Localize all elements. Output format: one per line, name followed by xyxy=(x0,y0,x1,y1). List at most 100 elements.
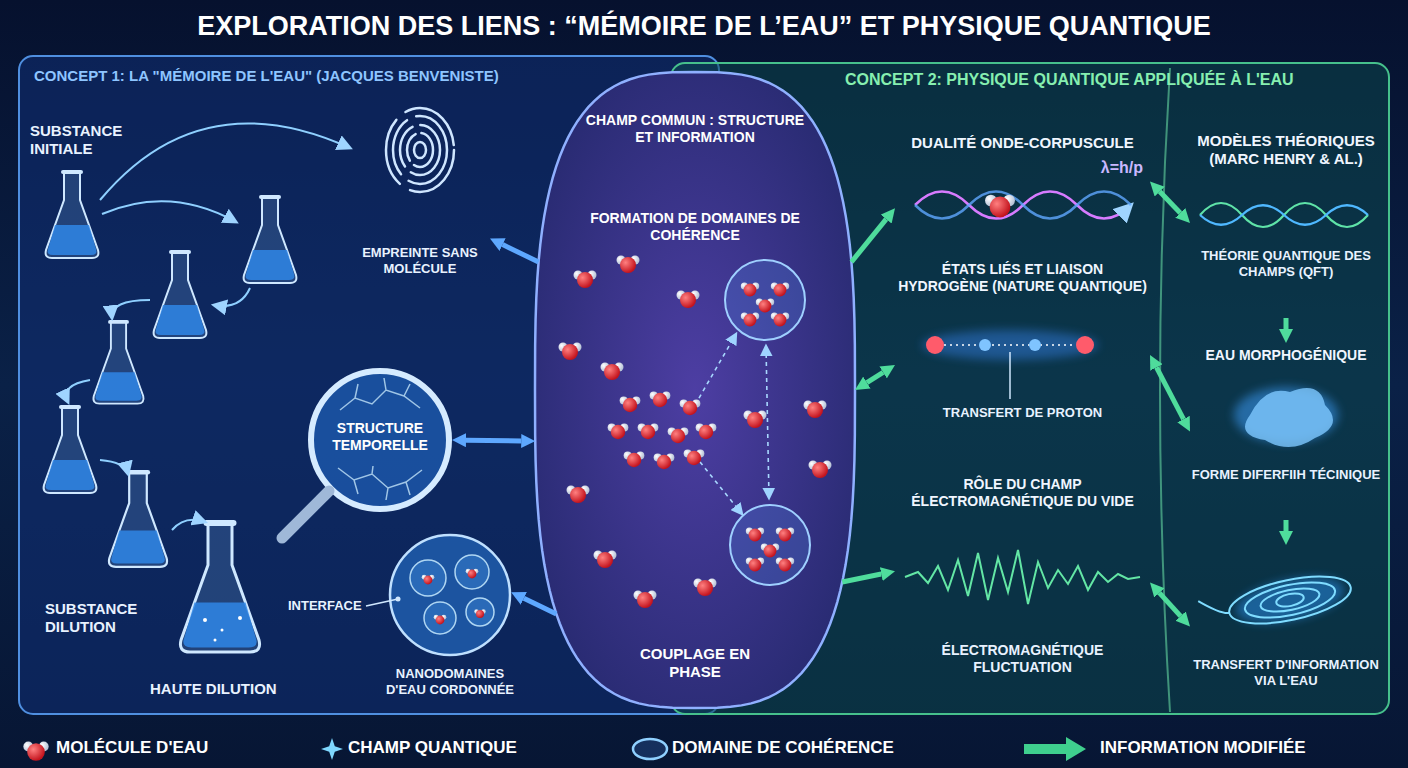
concept-item: RÔLE DU CHAMP ÉLECTROMAGNÉTIQUE DU VIDEÉ… xyxy=(895,470,1150,695)
connector-arrow xyxy=(503,245,539,262)
common-field-oval: CHAMP COMMUN : STRUCTURE ET INFORMATIONF… xyxy=(533,70,857,710)
legend-molecule xyxy=(23,742,48,761)
water-molecules xyxy=(559,256,832,609)
node-heading: EAU MORPHOGÉNIQUE xyxy=(1190,347,1382,364)
fingerprint-icon xyxy=(400,125,440,175)
fluctuation-wave xyxy=(905,550,1140,604)
legend-text: MOLÉCULE D'EAU xyxy=(56,738,208,758)
node-text: FORME DIFERFIIH TÉCINIQUE xyxy=(1190,467,1382,483)
information-vortex xyxy=(1275,591,1305,609)
interface-leader xyxy=(396,597,401,602)
information-vortex xyxy=(1242,576,1338,624)
water-molecules xyxy=(601,363,624,381)
magnifier-mesh xyxy=(340,378,420,410)
nanodomain-cells xyxy=(422,575,435,585)
flask-chain xyxy=(93,320,143,404)
node-heading: NANODOMAINES D'EAU CORDONNÉE xyxy=(375,666,525,697)
oval-border xyxy=(535,72,855,708)
connector-arrow xyxy=(466,438,521,444)
connector-arrow xyxy=(1284,520,1289,531)
morphogenic-blob xyxy=(1245,388,1333,447)
dilution-arrow xyxy=(66,380,90,402)
fingerprint-icon xyxy=(386,108,454,192)
node-text: λ=h/p xyxy=(1073,158,1143,177)
circle-border xyxy=(311,371,449,509)
field-wave xyxy=(1200,203,1368,227)
dilution-arrow xyxy=(112,300,150,318)
node-heading: CONCEPT 1: LA "MÉMOIRE DE L'EAU" (JACQUE… xyxy=(34,67,674,85)
coherence-domain xyxy=(776,557,794,571)
magnifier-mesh xyxy=(338,466,422,500)
coherence-domain xyxy=(730,505,810,585)
label: HAUTE DILUTION xyxy=(150,680,320,698)
fingerprint-icon xyxy=(414,142,426,158)
fingerprint-icon xyxy=(407,133,433,167)
duality-wave xyxy=(915,192,1131,219)
hydrogen-bond xyxy=(944,344,1076,346)
coherence-domain xyxy=(761,543,779,557)
interface-leader xyxy=(366,597,401,607)
water-molecules xyxy=(634,591,657,609)
nanodomain-cells xyxy=(466,598,494,626)
coherence-domain xyxy=(771,312,789,326)
panel-border xyxy=(671,63,1389,714)
field-wave xyxy=(1200,205,1368,225)
nanodomain-cells xyxy=(466,569,479,579)
connector-arrow xyxy=(1159,593,1180,616)
node-heading: RÔLE DU CHAMP ÉLECTROMAGNÉTIQUE DU VIDE xyxy=(895,476,1150,510)
connector-arrow xyxy=(867,372,883,382)
concept-panel: CONCEPT 2: PHYSIQUE QUANTIQUE APPLIQUÉE … xyxy=(670,62,1390,715)
magnifier-circle: STRUCTURE TEMPORELLE xyxy=(308,368,452,512)
label: SUBSTANCE INITIALE xyxy=(30,122,150,158)
flask-chain xyxy=(154,250,207,338)
nanodomain-cells xyxy=(410,560,446,596)
nanodomain-cells xyxy=(410,555,494,634)
legend-swatch xyxy=(1022,734,1092,764)
dilution-arrow xyxy=(66,123,350,530)
interface-leader xyxy=(366,599,398,606)
duality-wave xyxy=(915,192,1131,219)
nanodomain-cells xyxy=(474,609,486,618)
duality-wave xyxy=(915,192,1131,219)
dilution-arrow xyxy=(172,520,205,530)
coherence-domain xyxy=(776,527,794,541)
fingerprint-icon xyxy=(393,116,447,184)
legend-text: INFORMATION MODIFIÉE xyxy=(1100,738,1306,758)
coherence-link xyxy=(695,334,736,405)
legend-arrow xyxy=(1024,737,1086,761)
hydrogen-bond xyxy=(1076,336,1094,354)
diagram-title: EXPLORATION DES LIENS : “MÉMOIRE DE L’EA… xyxy=(0,10,1408,42)
water-molecules xyxy=(567,486,590,504)
water-molecules xyxy=(559,343,582,361)
model-item: MODÈLES THÉORIQUES (MARC HENRY & AL.)THÉ… xyxy=(1190,128,1382,318)
water-molecules xyxy=(680,399,701,415)
node-heading: ÉTATS LIÉS ET LIAISON HYDROGÈNE (NATURE … xyxy=(895,261,1150,295)
water-molecules xyxy=(638,423,659,439)
legend-text: DOMAINE DE COHÉRENCE xyxy=(672,738,894,758)
node-heading: MODÈLES THÉORIQUES (MARC HENRY & AL.) xyxy=(1190,132,1382,168)
coherence-domain xyxy=(741,282,759,296)
circle-border xyxy=(390,535,510,655)
nanodomain-cells xyxy=(434,615,447,625)
dilution-arrow xyxy=(100,123,350,200)
information-vortex xyxy=(1198,595,1229,618)
flask-chain xyxy=(214,639,217,642)
fingerprint-icon xyxy=(386,108,454,192)
coherence-domain xyxy=(725,260,805,340)
connector-arrow xyxy=(1160,192,1181,213)
node-heading: EMPREINTE SANS MOLÉCULE xyxy=(350,245,490,276)
flask-chain xyxy=(44,170,297,652)
hydrogen-bond xyxy=(1029,339,1041,351)
connector-arrow xyxy=(842,574,881,582)
water-molecules xyxy=(696,423,717,439)
flask-chain xyxy=(180,520,259,652)
dilution-arrow xyxy=(100,460,128,474)
field-wave xyxy=(1200,203,1368,227)
node-heading: CHAMP COMMUN : STRUCTURE ET INFORMATION xyxy=(575,112,815,146)
coherence-domain xyxy=(771,282,789,296)
water-molecules xyxy=(744,411,767,429)
coherence-domain xyxy=(746,557,764,571)
flask-chain xyxy=(109,470,167,567)
flask-chain xyxy=(203,618,207,622)
information-vortex xyxy=(1198,568,1355,639)
